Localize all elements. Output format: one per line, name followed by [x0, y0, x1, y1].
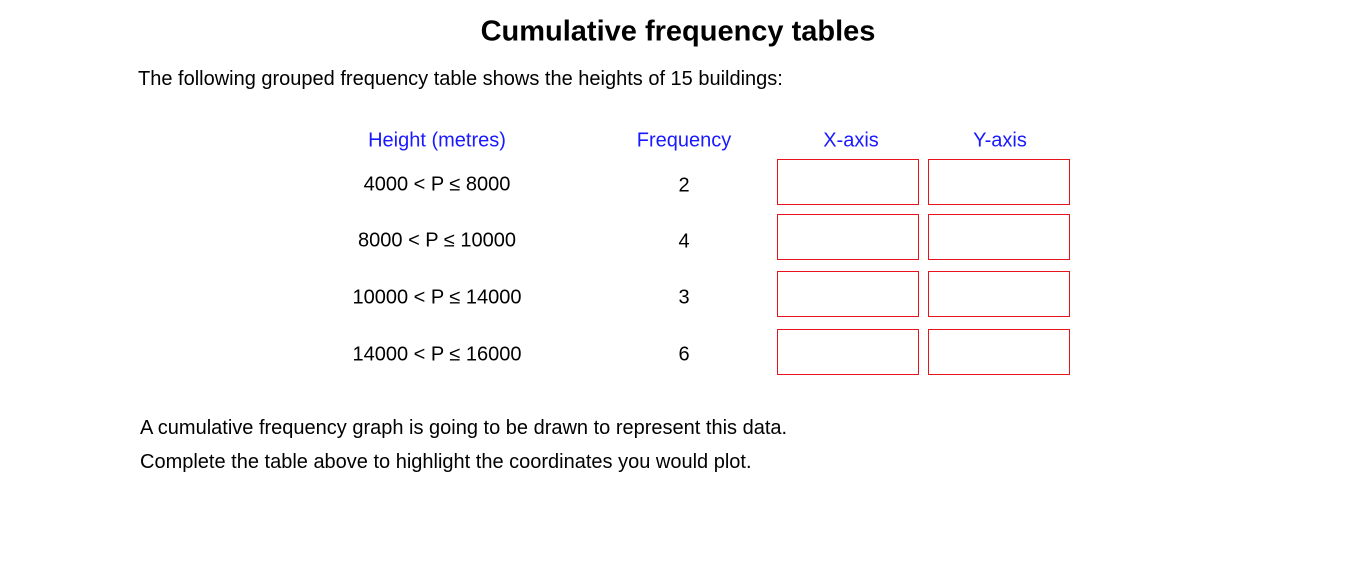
frequency-cell: 6: [678, 343, 690, 366]
page-title: Cumulative frequency tables: [480, 15, 876, 48]
footer-line-1: A cumulative frequency graph is going to…: [140, 417, 788, 439]
header-y-axis: Y-axis: [973, 129, 1027, 152]
y-axis-input[interactable]: [928, 329, 1070, 375]
height-cell: 10000 < P ≤ 14000: [352, 286, 522, 309]
header-height: Height (metres): [368, 129, 506, 152]
x-axis-input[interactable]: [777, 271, 919, 317]
header-frequency: Frequency: [636, 129, 732, 152]
x-axis-input[interactable]: [777, 329, 919, 375]
frequency-cell: 4: [678, 230, 690, 253]
x-axis-input[interactable]: [777, 159, 919, 205]
height-cell: 4000 < P ≤ 8000: [363, 173, 511, 196]
footer-line-2: Complete the table above to highlight th…: [140, 451, 752, 473]
intro-text: The following grouped frequency table sh…: [138, 68, 783, 90]
frequency-cell: 2: [678, 174, 690, 197]
frequency-cell: 3: [678, 286, 690, 309]
height-cell: 8000 < P ≤ 10000: [358, 229, 516, 252]
y-axis-input[interactable]: [928, 159, 1070, 205]
y-axis-input[interactable]: [928, 271, 1070, 317]
x-axis-input[interactable]: [777, 214, 919, 260]
header-x-axis: X-axis: [823, 129, 879, 152]
y-axis-input[interactable]: [928, 214, 1070, 260]
height-cell: 14000 < P ≤ 16000: [352, 343, 522, 366]
